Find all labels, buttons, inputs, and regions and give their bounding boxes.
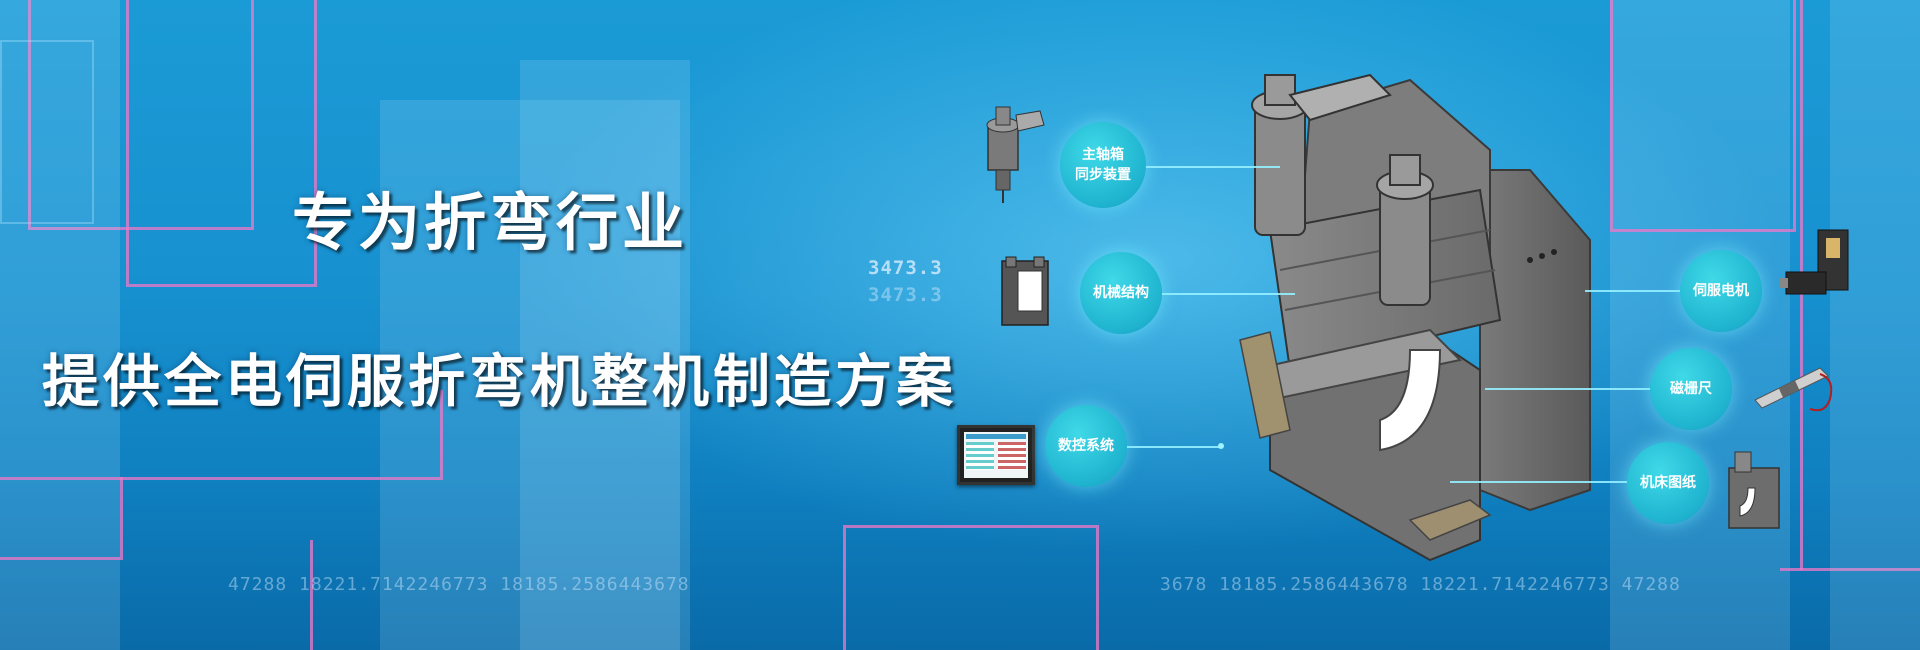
label-magnetic-scale[interactable]: 磁栅尺 — [1650, 348, 1732, 430]
mechanical-part-image — [1001, 256, 1049, 326]
leader-drawings — [1450, 481, 1630, 483]
deco-panel-left — [0, 0, 120, 650]
deco-pink-h2 — [0, 557, 123, 560]
bg-number-top-1: 3473.3 — [868, 257, 943, 279]
deco-frame-bottom — [843, 525, 1099, 650]
machine-drawing-image — [1728, 451, 1780, 529]
deco-panel-far-right — [1830, 0, 1920, 650]
deco-pink-v3 — [310, 540, 313, 650]
servo-motor-image — [1780, 229, 1849, 295]
label-cnc-text: 数控系统 — [1058, 438, 1114, 454]
label-servo-text: 伺服电机 — [1693, 283, 1749, 299]
label-spindle-line-1: 主轴箱 — [1082, 147, 1124, 163]
leader-cnc-dot — [1218, 443, 1224, 449]
label-machine-drawings[interactable]: 机床图纸 — [1627, 442, 1709, 524]
leader-mechanical — [1160, 293, 1295, 295]
deco-pink-right-h — [1780, 568, 1920, 571]
label-mechanical-text: 机械结构 — [1093, 285, 1149, 301]
magnetic-scale-image — [1754, 367, 1833, 412]
label-servo-motor[interactable]: 伺服电机 — [1680, 250, 1762, 332]
cnc-screen-image — [957, 425, 1035, 485]
label-mechanical-structure[interactable]: 机械结构 — [1080, 252, 1162, 334]
label-spindle-line-2: 同步装置 — [1075, 167, 1131, 183]
deco-panel-left-2 — [0, 40, 94, 224]
headline-line-1: 专为折弯行业 — [292, 186, 689, 259]
leader-servo — [1585, 290, 1685, 292]
headline-line-2: 提供全电伺服折弯机整机制造方案 — [42, 348, 957, 415]
label-cnc-system[interactable]: 数控系统 — [1045, 405, 1127, 487]
spindle-part-image — [986, 106, 1045, 203]
press-brake-illustration — [1239, 73, 1591, 562]
bg-number-top-2: 3473.3 — [868, 284, 943, 306]
leader-spindle — [1145, 166, 1280, 168]
leader-scale — [1485, 388, 1655, 390]
bg-number-bottom-left: 47288 18221.7142246773 18185.2586443678 — [228, 574, 690, 595]
deco-frame-right-top — [1610, 0, 1796, 232]
label-drawings-text: 机床图纸 — [1640, 475, 1696, 491]
deco-pink-v1 — [120, 477, 123, 557]
deco-pink-h1 — [0, 477, 440, 480]
leader-cnc — [1120, 446, 1220, 448]
deco-frame-left-top — [28, 0, 254, 230]
bg-number-bottom-right: 3678 18185.2586443678 18221.7142246773 4… — [1160, 574, 1681, 595]
deco-frame-left-inner — [126, 0, 317, 287]
label-scale-text: 磁栅尺 — [1670, 381, 1712, 397]
label-spindle-sync[interactable]: 主轴箱同步装置 — [1060, 122, 1146, 208]
